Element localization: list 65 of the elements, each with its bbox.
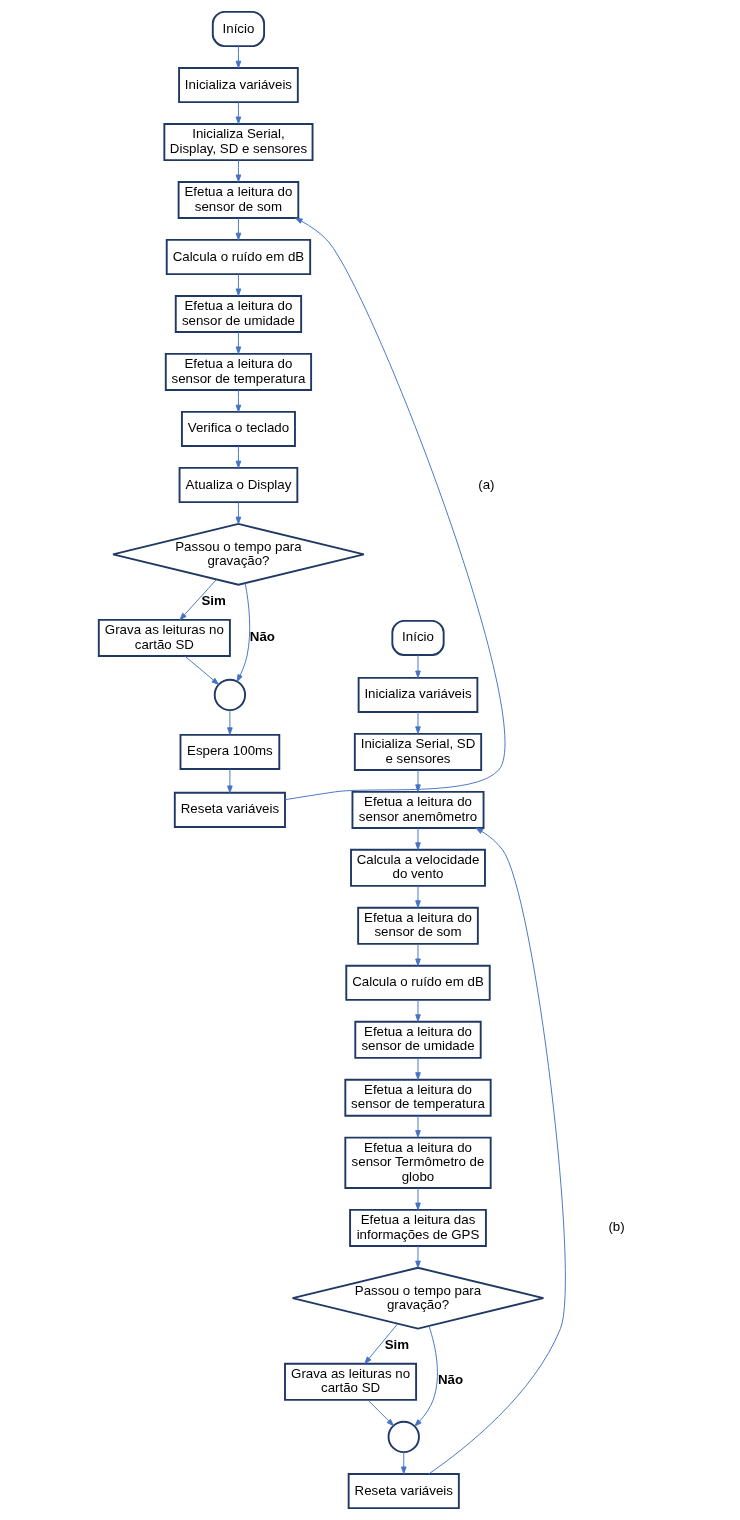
node-diamond: Passou o tempo para gravação?	[291, 1266, 544, 1330]
arrow	[414, 943, 421, 967]
arrow	[414, 999, 421, 1022]
arrow	[414, 1115, 421, 1138]
arrow	[414, 827, 421, 850]
arrow	[235, 45, 241, 69]
node-box: Efetua a leitura do sensor de som	[177, 180, 299, 219]
node-box: Efetua a leitura do sensor de umidade	[353, 1020, 482, 1059]
node-box: Efetua a leitura do sensor anemômetro	[351, 790, 484, 829]
node-box: Efetua a leitura do sensor de som	[356, 906, 479, 945]
edge-label: Sim	[200, 592, 226, 608]
label: (b)	[607, 1219, 625, 1235]
arrow	[235, 159, 241, 183]
arrow	[235, 217, 241, 241]
arrow	[427, 827, 566, 1475]
node-box: Efetua a leitura do sensor de temperatura	[164, 352, 312, 391]
node-box: Inicializa Serial, Display, SD e sensores	[162, 123, 313, 162]
node-box: Grava as leituras no cartão SD	[283, 1362, 417, 1401]
edge-label: Sim	[384, 1336, 409, 1352]
node-box: Espera 100ms	[179, 733, 280, 770]
arrow	[235, 445, 241, 469]
node-box: Inicializa variáveis	[357, 676, 478, 713]
node-box: Efetua a leitura do sensor de temperatura	[343, 1078, 492, 1117]
arrow	[363, 1323, 398, 1364]
arrow	[414, 1057, 421, 1080]
node-diamond: Passou o tempo para gravação?	[111, 522, 365, 586]
arrow	[235, 331, 241, 355]
node-box: Verifica o teclado	[180, 410, 296, 447]
node-box: Calcula o ruído em dB	[344, 964, 491, 1001]
arrow	[236, 582, 250, 682]
edge-label: Não	[249, 628, 275, 644]
arrow	[414, 769, 421, 792]
node-circle	[213, 678, 246, 712]
node-box: Inicializa variáveis	[177, 66, 299, 104]
node-box: Reseta variáveis	[347, 1473, 460, 1510]
arrow	[414, 711, 421, 734]
node-box: Efetua a leitura do sensor Termômetro de globo	[343, 1136, 492, 1189]
node-box: Início	[390, 619, 445, 656]
node-box: Reseta variáveis	[173, 791, 286, 828]
arrow	[414, 1325, 438, 1427]
node-box: Calcula a velocidade do vento	[349, 848, 486, 887]
arrow	[366, 1399, 394, 1427]
node-box: Efetua a leitura das informações de GPS	[348, 1208, 487, 1247]
node-box: Grava as leituras no cartão SD	[97, 618, 231, 657]
arrow	[235, 273, 241, 297]
arrow	[179, 579, 217, 621]
node-box: Atualiza o Display	[178, 466, 298, 504]
node-box: Inicializa Serial, SD e sensores	[353, 732, 482, 771]
arrow	[235, 389, 241, 413]
edge-label: Não	[437, 1372, 463, 1388]
arrow	[235, 101, 241, 125]
arrow	[414, 885, 421, 908]
arrow	[235, 501, 241, 525]
arrow	[414, 654, 421, 679]
node-box: Calcula o ruído em dB	[165, 238, 311, 276]
arrow	[284, 217, 505, 801]
node-box: Efetua a leitura do sensor de umidade	[174, 294, 302, 333]
arrow	[414, 1187, 421, 1211]
arrow	[226, 768, 233, 794]
node-box: Início	[211, 10, 265, 48]
arrow	[414, 1245, 421, 1269]
arrow	[183, 655, 219, 685]
arrow	[400, 1451, 407, 1475]
label: (a)	[477, 476, 495, 492]
arrow	[226, 709, 233, 735]
